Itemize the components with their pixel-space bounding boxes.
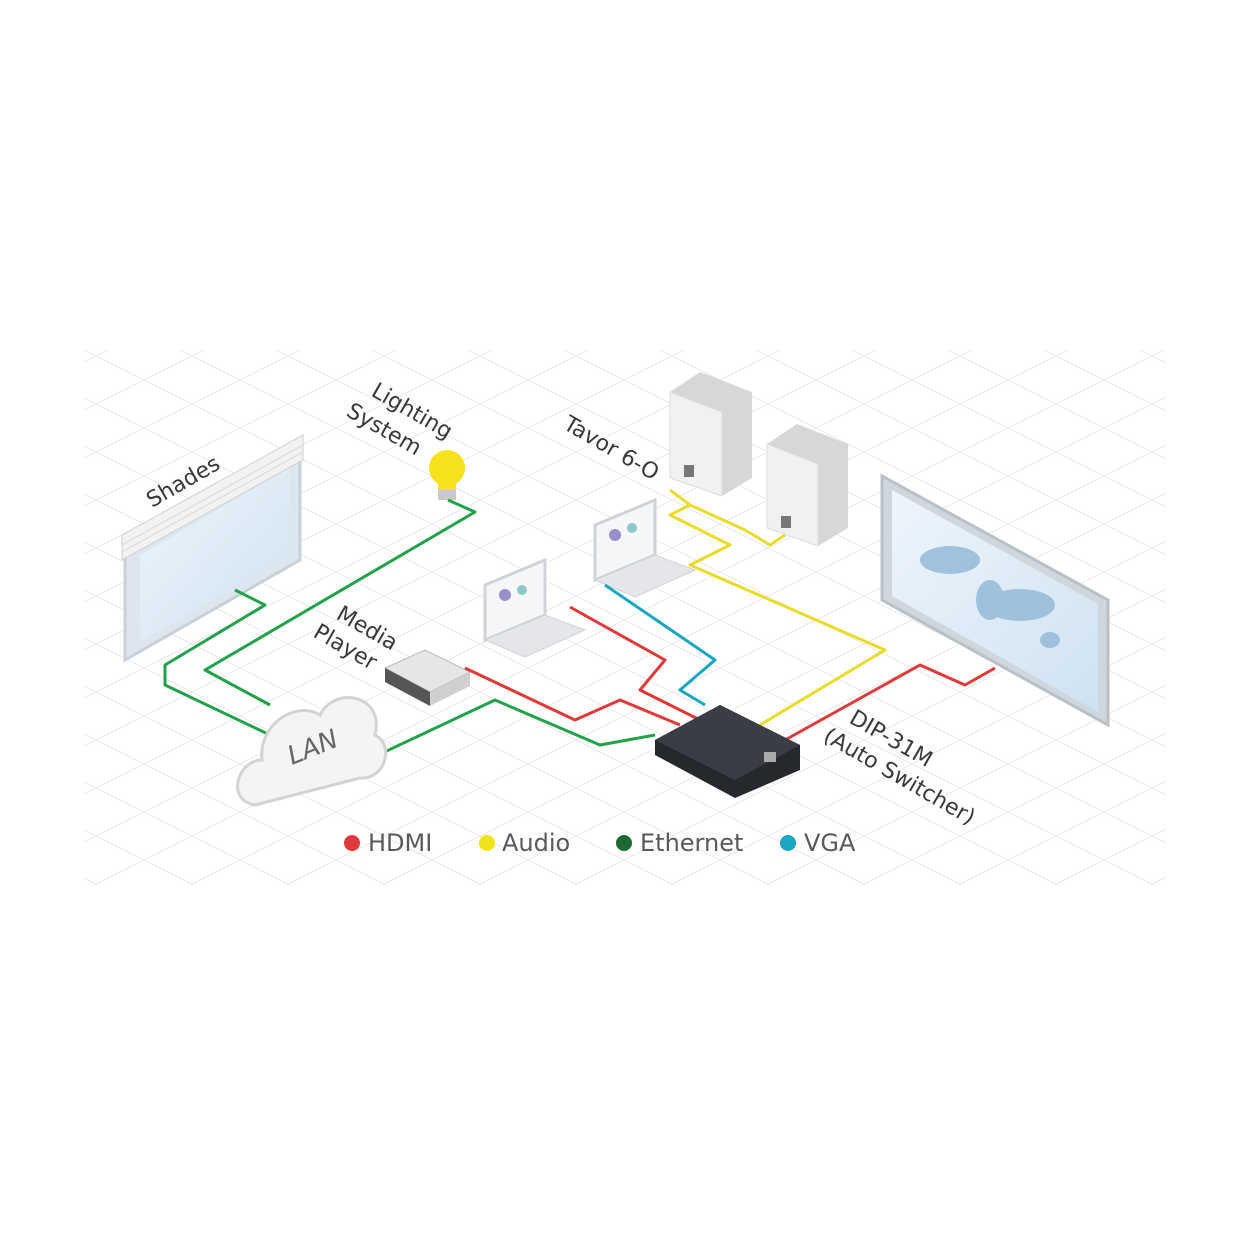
grid-line (189, 397, 1166, 886)
grid-line (84, 782, 291, 886)
world-map-icon (920, 546, 1060, 648)
display-screen (880, 473, 1110, 728)
grid-line (957, 781, 1166, 886)
shades-window (121, 434, 304, 663)
legend-vga: VGA (804, 829, 856, 857)
dip-31m-switcher (655, 705, 800, 798)
grid-line (84, 350, 1155, 886)
grid-line (285, 445, 1166, 886)
grid-line (84, 349, 301, 458)
legend-dot-audio (479, 835, 495, 851)
grid-line (84, 349, 205, 410)
lan-cloud-icon (236, 696, 388, 807)
legend-dot-hdmi (344, 835, 360, 851)
legend-ethernet: Ethernet (640, 829, 743, 857)
grid-line (861, 733, 1166, 886)
laptop-icon (593, 497, 697, 598)
kramer-logo-icon (764, 752, 776, 762)
vga-cable (604, 583, 717, 707)
legend: HDMI Audio Ethernet VGA (344, 829, 856, 857)
legend-hdmi: HDMI (368, 829, 432, 857)
laptop-icon (483, 557, 587, 658)
grid-line (1053, 829, 1166, 886)
grid-line (84, 830, 195, 886)
speaker-icon (766, 424, 848, 547)
grid-line (84, 349, 781, 698)
label-speakers: Tavor 6-O (558, 411, 663, 486)
speaker-icon (669, 372, 752, 497)
ethernet-cables (163, 498, 656, 782)
hdmi-cables (464, 605, 996, 742)
media-player-device (383, 649, 472, 706)
grid-line (84, 349, 397, 506)
light-bulb-icon (429, 450, 465, 500)
grid-line (84, 349, 109, 362)
grid-line (84, 349, 1069, 842)
legend-audio: Audio (502, 829, 570, 857)
legend-dot-ethernet (616, 835, 632, 851)
legend-dot-vga (780, 835, 796, 851)
grid-line (1149, 877, 1166, 886)
audio-cables (668, 488, 887, 727)
